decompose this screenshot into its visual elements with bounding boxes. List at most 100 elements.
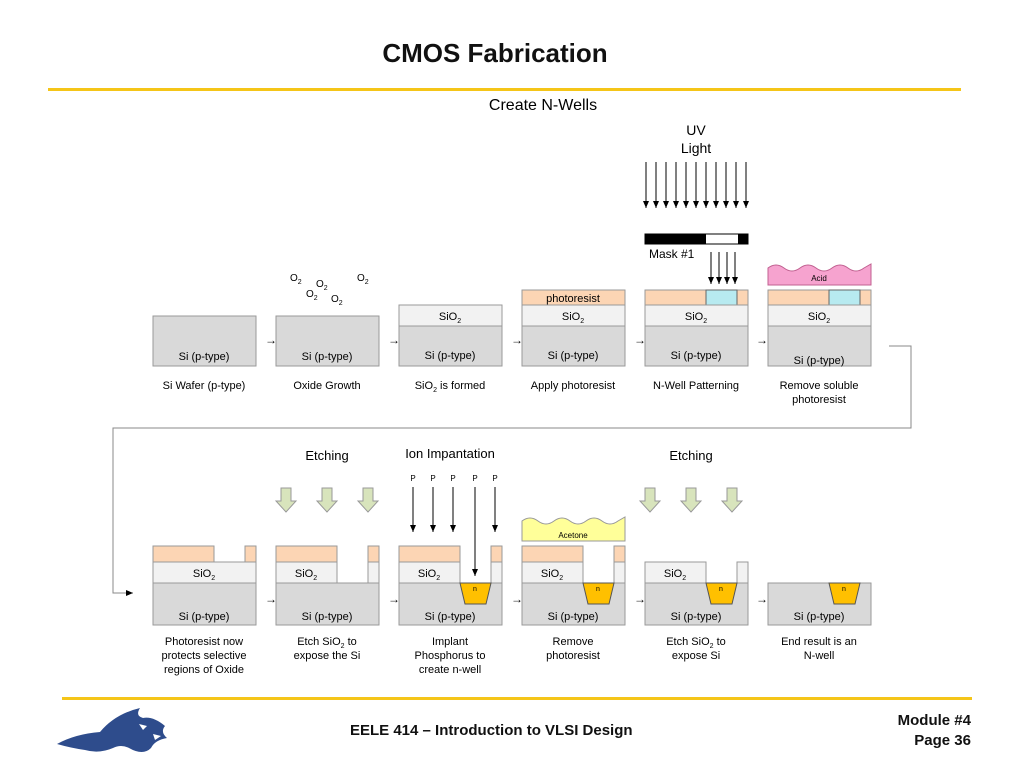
flow-arrow: →	[511, 592, 523, 606]
flow-arrow: →	[634, 592, 646, 606]
light-label: Light	[681, 140, 711, 156]
stage-photoresist-protects: SiO2 Si (p-type) Photoresist now protect…	[152, 545, 257, 676]
phosphorus-label: P	[410, 474, 415, 483]
module-number: Module #4	[897, 712, 971, 729]
flow-arrow: →	[511, 333, 523, 347]
diagram-heading: Create N-Wells	[489, 97, 597, 114]
svg-text:O2: O2	[290, 273, 302, 286]
nwell-region	[705, 582, 738, 605]
si-label: Si (p-type)	[794, 611, 845, 623]
caption-sio2-formed: SiO2 is formed	[415, 380, 486, 394]
stage-oxide-growth: Si (p-type) O2 O2 O2 O2 O2 Oxide Growth	[275, 273, 380, 392]
svg-text:SiO2: SiO2	[418, 568, 440, 582]
etching-label: Etching	[305, 448, 348, 463]
uv-label: UV	[686, 122, 706, 138]
si-label: Si (p-type)	[548, 611, 599, 623]
svg-text:O2: O2	[331, 294, 343, 307]
n-label: n	[596, 586, 600, 593]
caption-end-2: N-well	[804, 650, 835, 662]
course-title: EELE 414 – Introduction to VLSI Design	[350, 722, 633, 739]
caption-implant-1: Implant	[432, 636, 468, 648]
mask-through-arrows	[708, 252, 738, 284]
flow-arrow: →	[265, 333, 277, 347]
etch-arrow	[315, 487, 339, 513]
si-label: Si (p-type)	[671, 611, 722, 623]
acetone-label: Acetone	[558, 531, 588, 540]
caption-end-1: End result is an	[781, 636, 857, 648]
etching-arrows	[274, 487, 380, 513]
module-page: Module #4 Page 36	[898, 711, 971, 751]
stage-etch-sio2-2: Etching n SiO2 Si (p-type) Etch SiO2 to …	[638, 448, 749, 662]
row-connector	[112, 345, 912, 596]
photoresist-label: photoresist	[546, 293, 600, 305]
phosphorus-label: P	[450, 474, 455, 483]
svg-text:SiO2: SiO2	[541, 568, 563, 582]
svg-text:SiO2: SiO2	[808, 311, 830, 325]
caption-remove-pr-2: photoresist	[546, 650, 600, 662]
si-label: Si (p-type)	[548, 350, 599, 362]
top-rule	[48, 88, 961, 91]
svg-text:SiO2: SiO2	[685, 311, 707, 325]
caption-si-wafer: Si Wafer (p-type)	[163, 380, 246, 392]
flow-arrow: →	[265, 592, 277, 606]
etching-arrows	[638, 487, 744, 513]
mask-opaque	[645, 234, 706, 244]
stage-etch-sio2: Etching SiO2 Si (p-type) Etch SiO2 to ex…	[274, 448, 380, 662]
bottom-rule	[62, 697, 972, 700]
etch-arrow	[274, 487, 298, 513]
si-label: Si (p-type)	[671, 350, 722, 362]
flow-arrow: →	[388, 592, 400, 606]
etch-arrow	[356, 487, 380, 513]
caption-etch2-1: Etch SiO2 to	[666, 636, 726, 650]
nwell-region	[582, 582, 615, 605]
acid-label: Acid	[811, 274, 827, 283]
ion-implantation-label: Ion Impantation	[405, 446, 495, 461]
stage-si-wafer: Si (p-type) Si Wafer (p-type)	[152, 315, 257, 392]
svg-text:SiO2: SiO2	[193, 568, 215, 582]
si-label: Si (p-type)	[794, 355, 845, 367]
svg-text:O2: O2	[316, 279, 328, 292]
n-label: n	[719, 586, 723, 593]
etching-label: Etching	[669, 448, 712, 463]
etch-arrow	[679, 487, 703, 513]
svg-text:SiO2: SiO2	[562, 311, 584, 325]
si-label: Si (p-type)	[425, 611, 476, 623]
stage-end-result: n Si (p-type) End result is an N-well	[767, 582, 872, 662]
phosphorus-label: P	[430, 474, 435, 483]
slide-title: CMOS Fabrication	[382, 38, 608, 68]
svg-text:SiO2: SiO2	[439, 311, 461, 325]
caption-protects-1: Photoresist now	[165, 636, 243, 648]
caption-protects-3: regions of Oxide	[164, 664, 244, 676]
mask-label: Mask #1	[649, 247, 695, 261]
n-label: n	[473, 586, 477, 593]
nwell-process-diagram: Create N-Wells Si (p-type) Si Wafer (p-t…	[112, 97, 912, 676]
page-number: Page 36	[914, 732, 971, 749]
svg-text:SiO2: SiO2	[295, 568, 317, 582]
phosphorus-label: P	[492, 474, 497, 483]
caption-etch-2: expose the Si	[294, 650, 361, 662]
stage-remove-photoresist: Acetone n SiO2 Si (p-type) Remove photor…	[521, 516, 626, 662]
caption-apply-photoresist: Apply photoresist	[531, 380, 615, 392]
nwell-region	[459, 582, 492, 605]
flow-arrow: →	[634, 333, 646, 347]
caption-remove-soluble-2: photoresist	[792, 394, 846, 406]
svg-text:O2: O2	[357, 273, 369, 286]
caption-protects-2: protects selective	[162, 650, 247, 662]
bobcat-logo	[57, 708, 167, 752]
svg-text:O2: O2	[306, 289, 318, 302]
flow-arrow: →	[756, 333, 768, 347]
oxygen-molecules: O2 O2 O2 O2 O2	[290, 273, 369, 307]
caption-etch-1: Etch SiO2 to	[297, 636, 357, 650]
etch-arrow	[638, 487, 662, 513]
si-label: Si (p-type)	[179, 611, 230, 623]
stage-remove-soluble-photoresist: Acid SiO2 Si (p-type) Remove soluble pho…	[767, 263, 872, 406]
si-label: Si (p-type)	[179, 351, 230, 363]
caption-remove-soluble: Remove soluble	[780, 380, 859, 392]
stage-apply-photoresist: photoresist SiO2 Si (p-type) Apply photo…	[521, 289, 626, 392]
caption-etch2-2: expose Si	[672, 650, 720, 662]
caption-oxide-growth: Oxide Growth	[293, 380, 360, 392]
caption-implant-2: Phosphorus to	[415, 650, 486, 662]
caption-remove-pr-1: Remove	[553, 636, 594, 648]
